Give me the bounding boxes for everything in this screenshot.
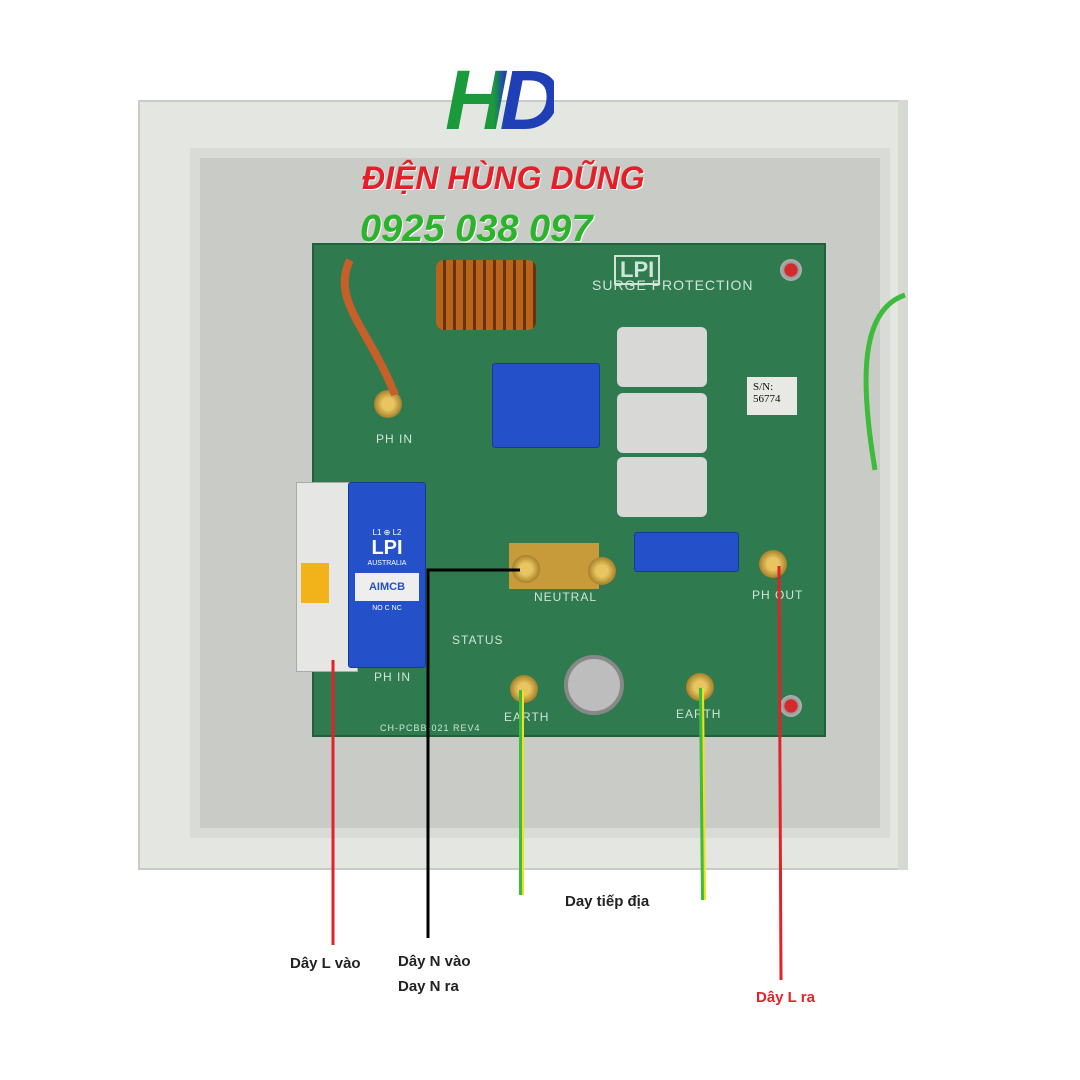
l-out-label: Dây L ra <box>756 989 815 1006</box>
ph-out-terminal <box>759 550 787 578</box>
module-country: AUSTRALIA <box>367 560 407 567</box>
ph-in-terminal <box>374 390 402 418</box>
capacitor <box>617 457 707 517</box>
earth-bolt-washer <box>564 655 624 715</box>
varistor-module <box>634 532 739 572</box>
board-logo: LPI <box>614 255 661 285</box>
breaker-toggle <box>301 563 329 603</box>
module-logo: LPI <box>371 537 403 559</box>
varistor-module <box>492 363 600 448</box>
earth-wire-panel <box>863 292 906 471</box>
serial-sticker: S/N: 56774 <box>747 377 797 415</box>
ph-in-label: PH IN <box>376 432 414 446</box>
n-line <box>426 568 520 938</box>
earth-annotation-label: Day tiếp địa <box>565 893 650 910</box>
l-in-label: Dây L vào <box>290 955 361 972</box>
serial-label: S/N: <box>753 381 774 393</box>
ph-in-label-2: PH IN <box>374 670 412 684</box>
neutral-label: NEUTRAL <box>534 590 598 604</box>
n-in-label: Dây N vào <box>398 953 471 970</box>
l-out-line <box>777 565 783 981</box>
brand-name: ĐIỆN HÙNG DŨNG <box>362 160 645 196</box>
enclosure-door-edge <box>898 100 908 870</box>
earth-label-2: EARTH <box>676 707 722 721</box>
capacitor <box>617 393 707 453</box>
revision-label: CH-PCBB-021 REV4 <box>380 723 481 733</box>
board-title: SURGE PROTECTION <box>592 277 754 293</box>
earth-label-1: EARTH <box>504 710 550 724</box>
brand-logo-text: HD <box>445 53 560 147</box>
indicator-led <box>780 259 802 281</box>
earth-line-2 <box>699 687 705 901</box>
module-name: AIMCB <box>355 573 419 601</box>
indicator-led <box>780 695 802 717</box>
inductor-coil <box>436 260 536 330</box>
brand-logo: HD <box>445 58 560 142</box>
brand-phone: 0925 038 097 <box>360 208 593 250</box>
ph-out-label: PH OUT <box>752 588 804 602</box>
orange-wire <box>340 258 399 397</box>
module-terminals: NO C NC <box>372 605 402 612</box>
neutral-terminal <box>588 557 616 585</box>
capacitor <box>617 327 707 387</box>
aimcb-module: L1 ⊕ L2 LPI AUSTRALIA AIMCB NO C NC <box>348 482 426 668</box>
status-label: STATUS <box>452 633 504 647</box>
serial-number: 56774 <box>753 393 781 405</box>
module-terminal-top: L1 ⊕ L2 <box>372 528 402 537</box>
n-out-label: Day N ra <box>398 978 459 995</box>
